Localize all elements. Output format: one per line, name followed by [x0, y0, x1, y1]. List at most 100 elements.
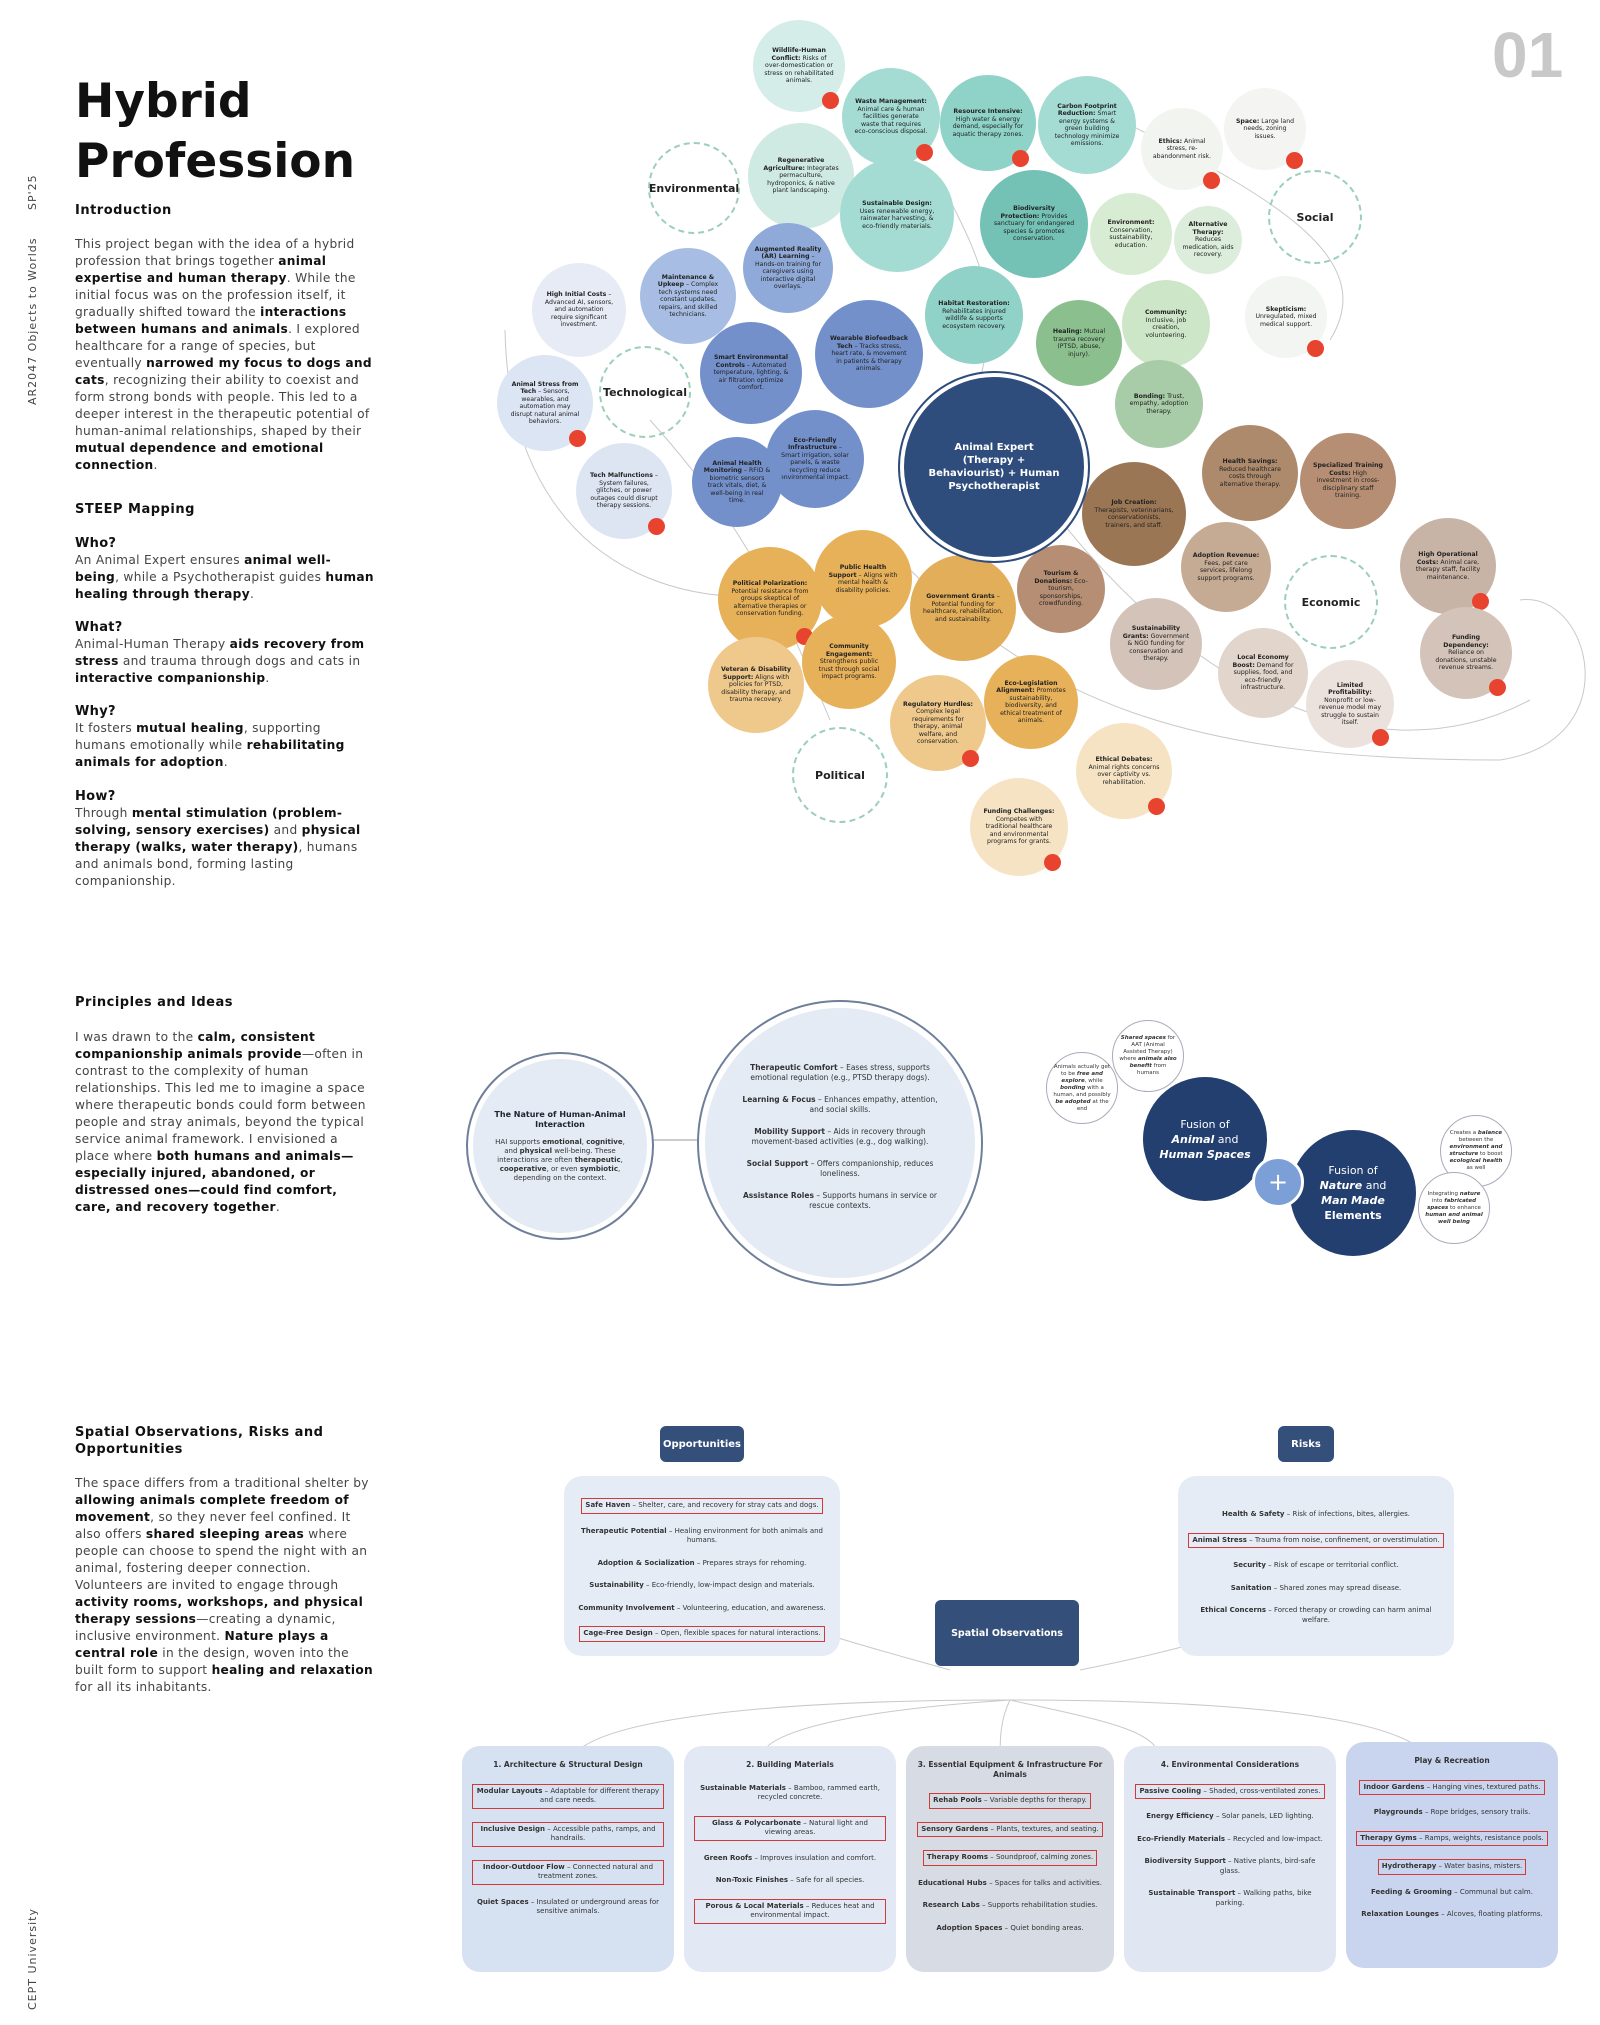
steep-bubble: Public Health Support – Aligns with ment… — [814, 530, 912, 628]
intro-text: This project began with the idea of a hy… — [75, 237, 372, 472]
steep-bubble: Habitat Restoration: Rehabilitates injur… — [925, 266, 1023, 364]
observation-item: Adoption Spaces – Quiet bonding areas. — [936, 1923, 1084, 1932]
steep-bubble: Community Engagement: Strengthens public… — [802, 615, 896, 709]
observation-item: Relaxation Lounges – Alcoves, floating p… — [1361, 1910, 1543, 1918]
alert-dot-icon — [569, 429, 586, 447]
steep-bubble: Eco-Friendly Infrastructure – Smart irri… — [766, 410, 864, 508]
observation-item: Passive Cooling – Shaded, cross-ventilat… — [1134, 1783, 1326, 1799]
observation-item: Rehab Pools – Variable depths for therap… — [916, 1793, 1104, 1809]
observation-item: Sensory Gardens – Plants, textures, and … — [916, 1821, 1104, 1837]
observation-item: Adoption & Socialization – Prepares stra… — [597, 1558, 807, 1567]
steep-bubble: Carbon Footprint Reduction: Smart energy… — [1038, 76, 1136, 174]
observation-item: Sustainable Transport – Walking paths, b… — [1148, 1889, 1312, 1907]
panel-heading: 3. Essential Equipment & Infrastructure … — [917, 1760, 1103, 1779]
alert-dot-icon — [1372, 728, 1389, 746]
category-environmental: Environmental — [648, 142, 740, 234]
steep-bubble: Animal Health Monitoring – RFID & biomet… — [692, 437, 782, 527]
steep-how: How? Through mental stimulation (problem… — [75, 789, 361, 888]
principles-heading: Principles and Ideas — [75, 995, 233, 1010]
category-technological: Technological — [599, 346, 691, 438]
intro-heading: Introduction — [75, 203, 172, 218]
observation-item: Biodiversity Support – Native plants, bi… — [1144, 1857, 1316, 1875]
alert-dot-icon — [1472, 592, 1489, 610]
note-integrating-nature: Integrating nature into fabricated space… — [1418, 1172, 1490, 1244]
steep-bubble: Bonding: Trust, empathy, adoption therap… — [1115, 360, 1203, 448]
observation-item: Feeding & Grooming – Communal but calm. — [1371, 1887, 1533, 1896]
steep-bubble: Maintenance & Upkeep – Complex tech syst… — [640, 248, 736, 344]
side-university: CEPT University — [26, 1908, 39, 2010]
panel-heading: 1. Architecture & Structural Design — [493, 1760, 643, 1769]
spatial-observations-label: Spatial Observations — [935, 1600, 1079, 1666]
opportunities-panel: Safe Haven – Shelter, care, and recovery… — [564, 1476, 840, 1656]
observation-item: Playgrounds – Rope bridges, sensory trai… — [1373, 1808, 1531, 1816]
steep-bubble: Biodiversity Protection: Provides sanctu… — [980, 170, 1088, 278]
hai-circle-outer: The Nature of Human-Animal Interaction H… — [466, 1052, 654, 1240]
observation-item: Inclusive Design – Accessible paths, ram… — [472, 1821, 664, 1847]
observation-item: Porous & Local Materials – Reduces heat … — [694, 1898, 886, 1924]
observation-item: Indoor Gardens – Hanging vines, textured… — [1356, 1779, 1548, 1795]
observation-item: Sustainable Materials – Bamboo, rammed e… — [700, 1783, 880, 1802]
spatial-text: The space differs from a traditional she… — [75, 1476, 374, 1694]
alert-dot-icon — [962, 749, 979, 767]
risks-panel: Health & Safety – Risk of infections, bi… — [1178, 1476, 1454, 1656]
steep-bubble: Veteran & Disability Support: Aligns wit… — [708, 637, 804, 733]
benefits-circle-outer: Therapeutic Comfort – Eases stress, supp… — [697, 1000, 983, 1286]
side-term: SP'25 — [26, 174, 39, 210]
panel-heading: 4. Environmental Considerations — [1160, 1760, 1300, 1769]
steep-bubble: Tourism & Donations: Eco-tourism, sponso… — [1017, 545, 1105, 633]
observation-item: Quiet Spaces – Insulated or underground … — [476, 1897, 660, 1916]
alert-dot-icon — [1202, 171, 1220, 189]
alert-dot-icon — [648, 517, 665, 535]
category-social: Social — [1268, 170, 1362, 264]
category-political: Political — [792, 727, 888, 823]
steep-bubble: Sustainable Design: Uses renewable energ… — [840, 158, 954, 272]
steep-bubble: Political Polarization: Potential resist… — [718, 547, 822, 651]
note-animals-free: Animals actually get to be free and expl… — [1046, 1052, 1118, 1124]
steep-bubble: Alternative Therapy: Reduces medication,… — [1174, 206, 1242, 274]
steep-why: Why? It fosters mutual healing, supporti… — [75, 704, 345, 769]
observation-item: Indoor-Outdoor Flow – Connected natural … — [472, 1859, 664, 1885]
alert-dot-icon — [1148, 797, 1165, 815]
observation-item: Modular Layouts – Adaptable for differen… — [472, 1783, 664, 1809]
alert-dot-icon — [822, 91, 839, 109]
category-economic: Economic — [1284, 555, 1378, 649]
observation-item: Research Labs – Supports rehabilitation … — [922, 1901, 1098, 1909]
benefit-item: Therapeutic Comfort – Eases stress, supp… — [750, 1063, 930, 1082]
steep-bubble: Health Savings: Reduced healthcare costs… — [1202, 425, 1298, 521]
observation-item: Sustainability – Eco-friendly, low-impac… — [589, 1581, 815, 1589]
observation-panel: 3. Essential Equipment & Infrastructure … — [906, 1746, 1114, 1972]
alert-dot-icon — [1043, 854, 1061, 872]
observation-item: Security – Risk of escape or territorial… — [1233, 1561, 1399, 1569]
note-shared-spaces: Shared spaces for AAT (Animal Assisted T… — [1112, 1020, 1184, 1092]
steep-bubble: Healing: Mutual trauma recovery (PTSD, a… — [1036, 300, 1122, 386]
steep-bubble: Government Grants – Potential funding fo… — [910, 555, 1016, 661]
benefit-item: Learning & Focus – Enhances empathy, att… — [742, 1095, 938, 1114]
steep-bubble: Sustainability Grants: Government & NGO … — [1110, 598, 1202, 690]
observation-item: Green Roofs – Improves insulation and co… — [703, 1853, 877, 1862]
observation-item: Therapy Gyms – Ramps, weights, resistanc… — [1356, 1830, 1548, 1846]
observation-item: Non-Toxic Finishes – Safe for all specie… — [715, 1876, 865, 1884]
observation-item: Safe Haven – Shelter, care, and recovery… — [574, 1498, 830, 1514]
alert-dot-icon — [915, 144, 933, 162]
observation-item: Community Involvement – Volunteering, ed… — [578, 1603, 826, 1612]
observation-item: Energy Efficiency – Solar panels, LED li… — [1146, 1812, 1314, 1820]
steep-bubble: Job Creation: Therapists, veterinarians,… — [1082, 462, 1186, 566]
benefit-item: Assistance Roles – Supports humans in se… — [742, 1191, 937, 1210]
center-bubble: Animal Expert (Therapy + Behaviourist) +… — [900, 373, 1088, 561]
steep-bubble: Adoption Revenue: Fees, pet care service… — [1181, 522, 1271, 612]
steep-bubble: Augmented Reality (AR) Learning – Hands-… — [743, 223, 833, 313]
steep-bubble: Community: Inclusive, job creation, volu… — [1122, 280, 1210, 368]
observation-item: Therapeutic Potential – Healing environm… — [581, 1526, 823, 1545]
steep-bubble: Environment: Conservation, sustainabilit… — [1090, 193, 1172, 275]
steep-bubble: Eco-Legislation Alignment: Promotes sust… — [984, 655, 1078, 749]
observation-item: Ethical Concerns – Forced therapy or cro… — [1200, 1606, 1432, 1624]
observation-item: Glass & Polycarbonate – Natural light an… — [694, 1815, 886, 1841]
observation-item: Animal Stress – Trauma from noise, confi… — [1188, 1532, 1444, 1548]
alert-dot-icon — [1285, 151, 1303, 169]
